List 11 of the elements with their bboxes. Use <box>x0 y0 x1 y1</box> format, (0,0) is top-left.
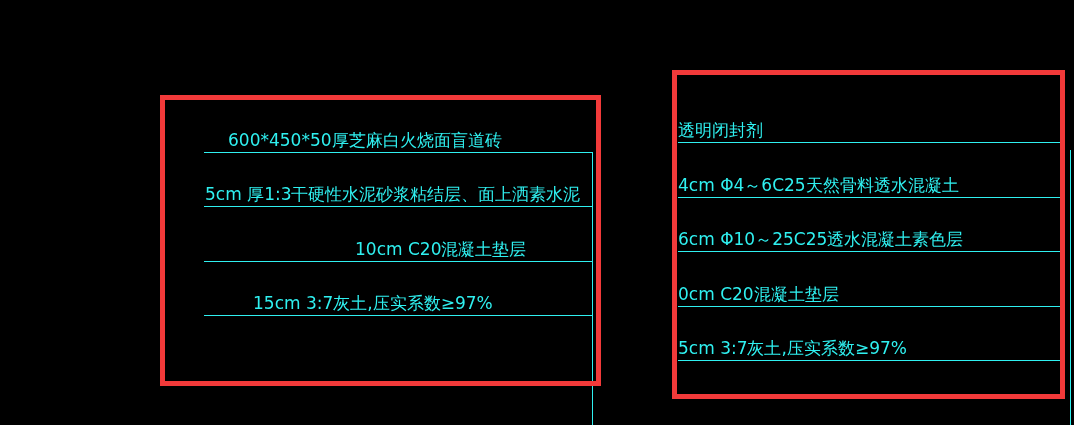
layer-label: 0cm C20混凝土垫层 <box>678 284 839 304</box>
layer-label: 透明闭封剂 <box>678 120 763 140</box>
callout-frame <box>160 95 601 386</box>
layer-label: 4cm Φ4～6C25天然骨料透水混凝土 <box>678 175 959 195</box>
layer-label: 10cm C20混凝土垫层 <box>355 239 527 259</box>
layer-label: 15cm 3:7灰土,压实系数≥97% <box>253 293 493 313</box>
layer-label: 600*450*50厚芝麻白火烧面盲道砖 <box>228 130 502 150</box>
callout-frame <box>672 70 1065 399</box>
layer-label: 5cm 厚1:3干硬性水泥砂浆粘结层、面上洒素水泥 <box>205 184 581 204</box>
layer-label: 6cm Φ10～25C25透水混凝土素色层 <box>678 229 964 249</box>
layer-label: 5cm 3:7灰土,压实系数≥97% <box>678 338 907 358</box>
